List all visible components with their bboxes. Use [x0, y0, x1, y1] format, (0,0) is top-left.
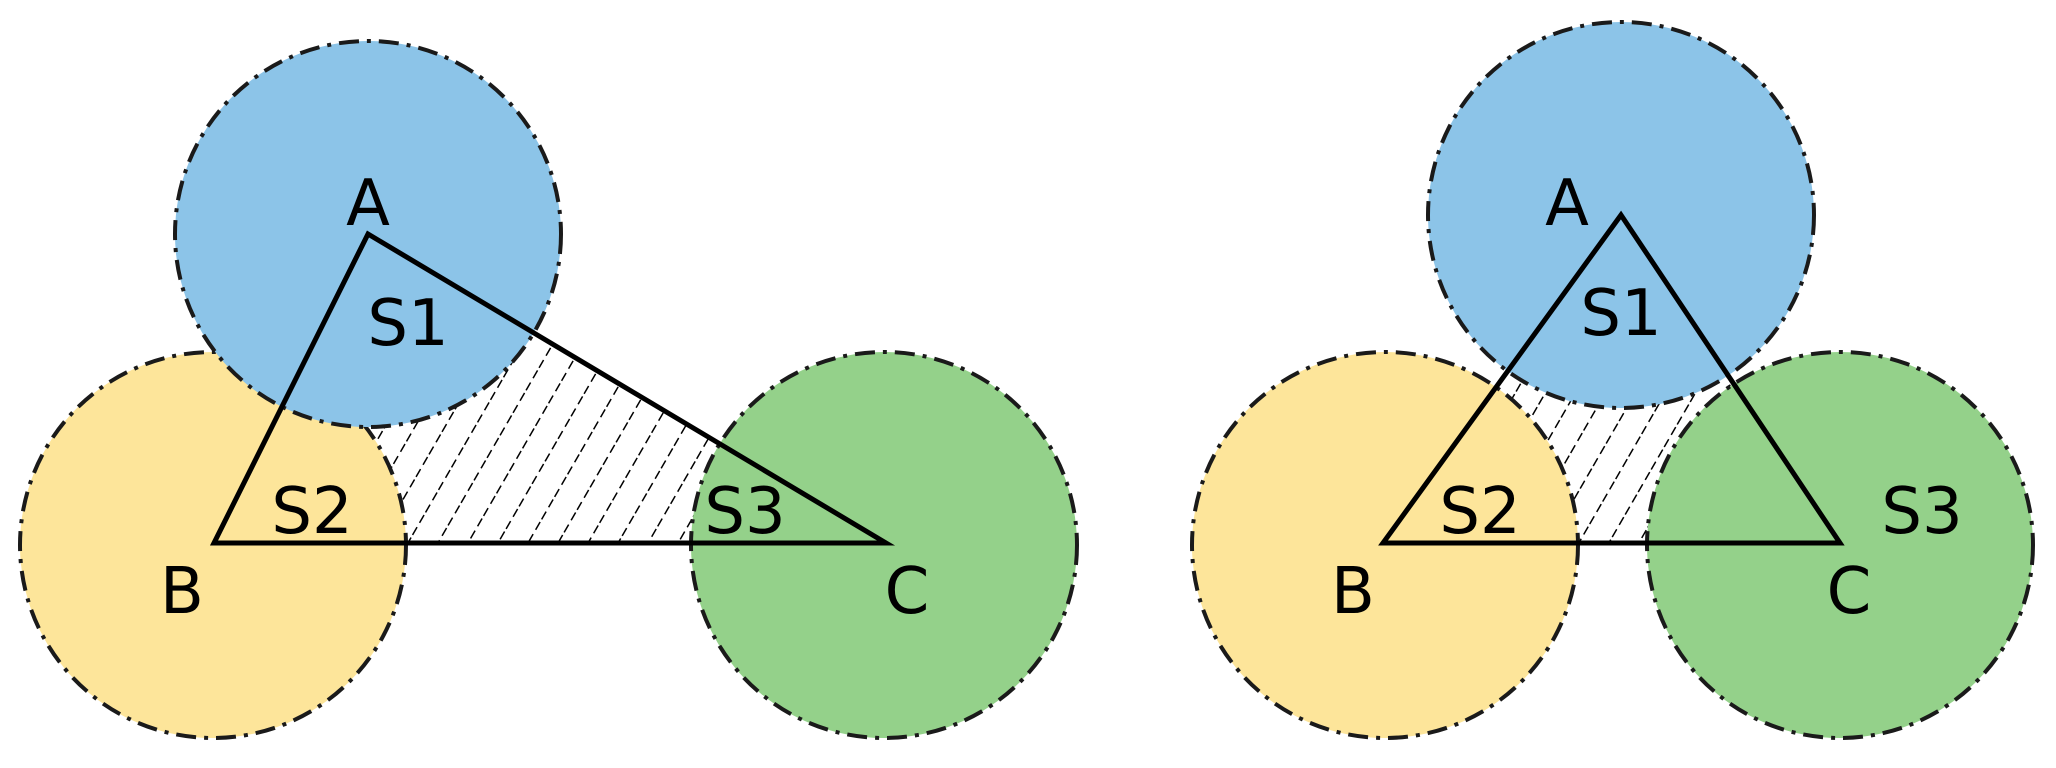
vertex-label-a-left: A	[346, 167, 390, 241]
region-label-s3-left: S3	[704, 475, 785, 549]
vertex-label-b-right: B	[1331, 555, 1375, 629]
region-label-s1-left: S1	[367, 287, 448, 361]
vertex-label-c-right: C	[1827, 555, 1872, 629]
region-label-s2-left: S2	[271, 475, 352, 549]
region-label-s3-right: S3	[1881, 475, 1962, 549]
vertex-label-a-right: A	[1545, 167, 1589, 241]
vertex-label-c-left: C	[885, 555, 930, 629]
vertex-label-b-left: B	[160, 555, 204, 629]
region-label-s1-right: S1	[1580, 277, 1661, 351]
diagram-right: A B C S1 S2 S3	[1190, 20, 2035, 740]
triangle-abc-left	[209, 230, 896, 546]
diagram-left: A B C S1 S2 S3	[18, 39, 1079, 740]
region-label-s2-right: S2	[1439, 475, 1520, 549]
triangle-abc-right	[1378, 210, 1845, 546]
